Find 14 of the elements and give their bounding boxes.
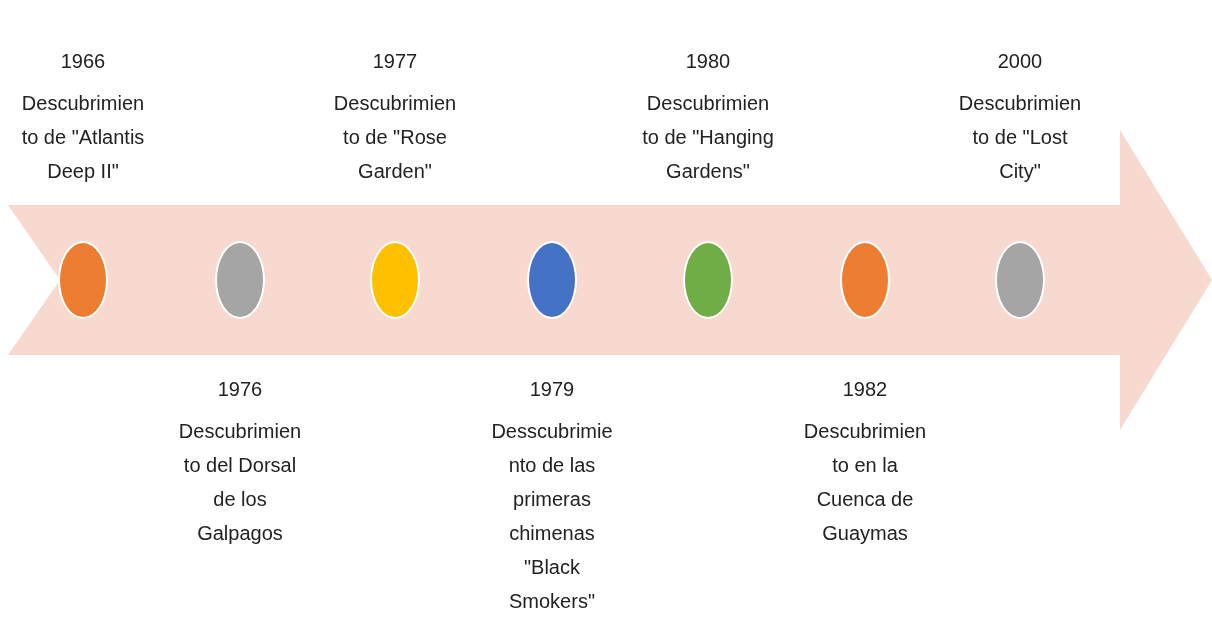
year-label: 1980 [684,49,732,74]
event-description: Descubrimien to del Dorsal de los Galpagos [177,419,303,546]
event-description: Descubrimien to de "Atlantis Deep II" [20,91,146,184]
year-label: 1982 [841,377,889,402]
event-description: Descubrimien to de "Hanging Gardens" [641,91,775,184]
year-label: 1976 [216,377,264,402]
year-label: 1979 [528,377,576,402]
event-description: Descubrimien to en la Cuenca de Guaymas [802,419,928,546]
event-description: Descubrimien to de "Lost City" [957,91,1083,184]
event-description: Desscubrimie nto de las primeras chimenas "Black Smokers" [490,419,614,614]
year-label: 1977 [371,49,419,74]
event-description: Descubrimien to de "Rose Garden" [332,91,458,184]
year-label: 1966 [59,49,107,74]
year-label: 2000 [996,49,1044,74]
